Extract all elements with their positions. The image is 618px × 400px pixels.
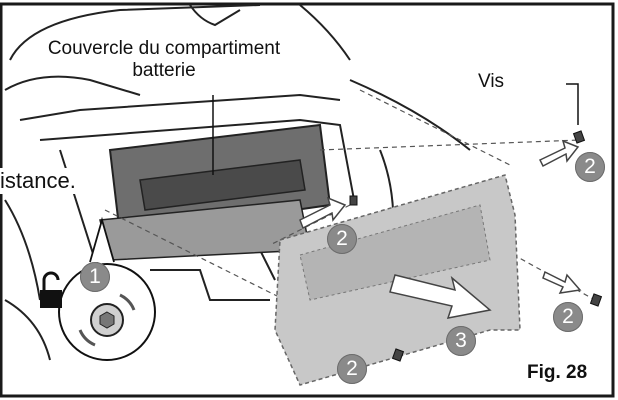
screw-leader — [566, 83, 579, 125]
battery-cover-callout: Couvercle du compartiment batterie — [14, 38, 314, 82]
screw-label: Vis — [478, 71, 505, 92]
step-badge-screw-bottom-right: 2 — [553, 302, 583, 332]
lock-detail-pointer — [89, 216, 115, 263]
callout-line-1: Couvercle du compartiment — [47, 38, 281, 59]
figure-label: Fig. 28 — [527, 362, 588, 383]
battery-compartment — [99, 123, 332, 261]
step-badge-screw-bottom-left: 2 — [337, 354, 367, 384]
cropped-text: istance. — [0, 168, 78, 194]
step-badge-remove-cover: 3 — [446, 326, 476, 356]
callout-line-2: batterie — [132, 60, 196, 81]
unlocked-padlock-icon — [40, 271, 62, 308]
screw-arrows — [299, 139, 582, 294]
step-badge-screw-top-right: 2 — [575, 152, 605, 182]
step-badge-unlock: 1 — [80, 262, 110, 292]
screws — [349, 130, 603, 362]
step-badge-screw-top-left: 2 — [327, 224, 357, 254]
remove-cover-arrow — [389, 274, 492, 319]
